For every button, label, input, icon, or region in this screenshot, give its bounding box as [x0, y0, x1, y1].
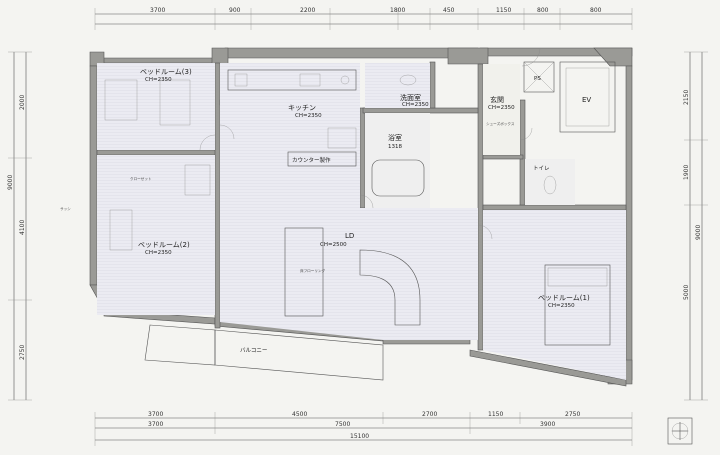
kitchen-ch: CH=2350 — [295, 113, 322, 119]
balcony: バルコニー 床フローリング — [144, 268, 384, 381]
dim-right-3: 5000 — [683, 285, 690, 300]
dim-right-total: 9000 — [695, 225, 702, 240]
ld-ch: CH=2500 — [320, 242, 347, 248]
dim-top-6: 1150 — [496, 7, 511, 14]
dim-left-1: 2000 — [19, 95, 26, 110]
north-arrow-icon — [667, 417, 693, 445]
bath-label: 浴室 — [388, 133, 402, 142]
living-dining: LD CH=2500 — [220, 168, 478, 340]
dim-bottom-3: 2700 — [422, 411, 437, 418]
dim-bottom-1: 3700 — [148, 411, 163, 418]
closet-note: クローゼット — [130, 176, 152, 181]
flooring-note: 床フローリング — [300, 268, 326, 273]
bedroom3-ch: CH=2350 — [145, 77, 172, 83]
dim-bottom-6: 3700 — [148, 421, 163, 428]
entrance-label: 玄関 — [490, 95, 504, 104]
dim-bottom-5: 2750 — [565, 411, 580, 418]
dim-top-1: 3700 — [150, 7, 165, 14]
kitchen-label: キッチン — [288, 104, 316, 112]
bedroom2-label: ベッドルーム(2) — [138, 241, 190, 249]
dim-top-4: 1800 — [390, 7, 405, 14]
balcony-label: バルコニー — [240, 347, 267, 354]
entrance-ch: CH=2350 — [488, 105, 515, 111]
toilet-label: トイレ — [533, 166, 550, 172]
toilet: トイレ — [525, 159, 575, 205]
dim-top-3: 2200 — [300, 7, 315, 14]
right-dimensions: 2150 1900 5000 9000 — [683, 51, 708, 401]
bottom-dimensions: 3700 4500 2700 1150 2750 3700 7500 3900 … — [94, 411, 633, 446]
entrance: 玄関 CH=2350 シューズボックス — [483, 64, 520, 155]
dim-bottom-7: 7500 — [335, 421, 350, 428]
bedroom2-ch: CH=2350 — [145, 250, 172, 256]
dim-top-8: 800 — [590, 7, 602, 14]
dim-bottom-2: 4500 — [292, 411, 307, 418]
bath-size: 1318 — [388, 144, 402, 150]
shoe-note: シューズボックス — [486, 121, 515, 126]
washroom-label: 洗面室 — [400, 93, 421, 102]
dim-top-2: 900 — [229, 7, 241, 14]
top-dimensions: 3700 900 2200 1800 450 1150 800 800 — [94, 7, 633, 30]
dim-bottom-8: 3900 — [540, 421, 555, 428]
kitchen: キッチン CH=2350 カウンター製作 — [220, 63, 360, 168]
dim-left-total: 9000 — [7, 175, 14, 190]
ld-label: LD — [345, 232, 354, 240]
dim-left-2: 4100 — [19, 220, 26, 235]
ps-label: PS — [534, 76, 541, 82]
bedroom1-label: ベッドルーム(1) — [538, 294, 590, 302]
dim-top-7: 800 — [537, 7, 549, 14]
dim-bottom-total: 15100 — [350, 433, 369, 440]
doors — [199, 47, 541, 240]
ev-label: EV — [582, 96, 591, 104]
elevator-ps: PS EV — [523, 61, 616, 133]
bedroom-3: ベッドルーム(3) CH=2350 — [97, 63, 215, 150]
dim-right-2: 1900 — [683, 165, 690, 180]
bathroom: 浴室 1318 — [365, 113, 430, 208]
sash-note-left: サッシ — [60, 206, 71, 211]
dim-right-1: 2150 — [683, 90, 690, 105]
dim-bottom-4: 1150 — [488, 411, 503, 418]
washroom: 洗面室 CH=2350 — [365, 63, 430, 108]
bedroom1-ch: CH=2350 — [548, 303, 575, 309]
counter-label: カウンター製作 — [292, 156, 331, 164]
washroom-ch: CH=2350 — [402, 102, 429, 108]
bedroom-1: ベッドルーム(1) CH=2350 — [483, 210, 626, 380]
bedroom-2: ベッドルーム(2) CH=2350 サッシ クローゼット — [60, 155, 215, 315]
dim-left-3: 2750 — [19, 345, 26, 360]
left-dimensions: 2000 4100 2750 9000 — [7, 51, 32, 401]
dim-top-5: 450 — [443, 7, 455, 14]
bedroom3-label: ベッドルーム(3) — [140, 68, 192, 76]
